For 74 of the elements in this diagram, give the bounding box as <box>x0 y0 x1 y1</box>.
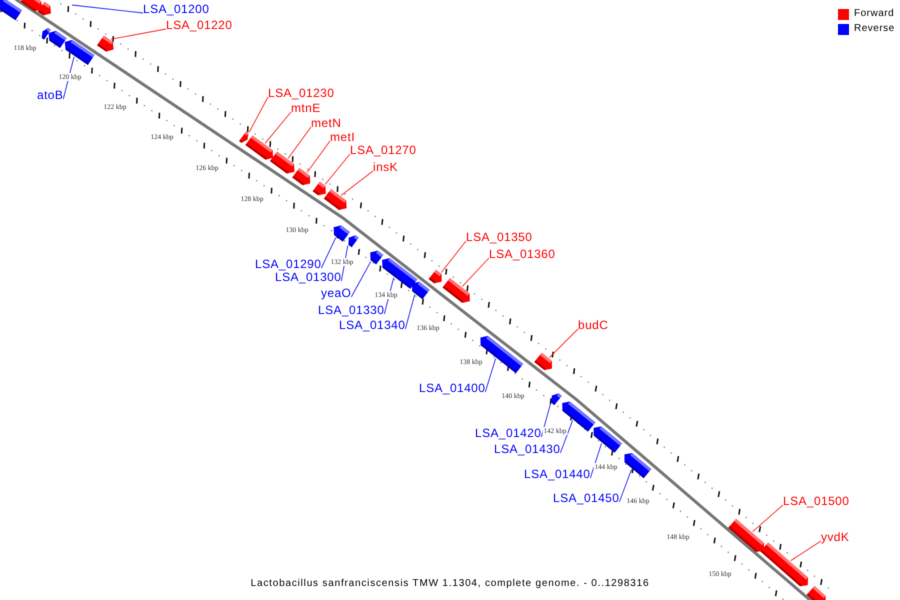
leader-line <box>484 358 496 392</box>
gene-label: LSA_01350 <box>466 230 532 244</box>
leader-line <box>548 328 578 358</box>
gene-bar <box>64 40 95 65</box>
gene-label: LSA_01360 <box>489 247 556 261</box>
gene-bar <box>348 235 359 248</box>
gene-label: LSA_01430 <box>494 442 560 456</box>
gene-bar <box>270 151 294 174</box>
leader-line <box>72 4 144 14</box>
leader-line <box>320 237 336 268</box>
leader-line <box>540 403 552 438</box>
gene-bar <box>428 270 442 284</box>
gene-bar <box>239 131 249 143</box>
gene-bar <box>412 282 430 300</box>
leader-line <box>350 261 372 298</box>
leader-line <box>306 140 330 173</box>
gene-bar <box>292 168 310 186</box>
gene-bar <box>760 542 808 586</box>
gene-label: LSA_01330 <box>318 303 384 317</box>
gene-label: LSA_01500 <box>783 494 850 508</box>
leader-line <box>324 154 350 185</box>
gene-label: LSA_01400 <box>419 381 486 395</box>
gene-bar <box>334 225 350 242</box>
leader-line <box>404 294 416 330</box>
gene-bar <box>312 182 326 196</box>
gene-label: LSA_01340 <box>339 318 406 332</box>
leader-line <box>462 258 490 287</box>
gene-label: LSA_01220 <box>166 18 232 32</box>
leader-line <box>618 468 632 502</box>
leader-line <box>264 112 292 144</box>
gene-bar <box>534 352 552 370</box>
gene-bar <box>245 135 274 160</box>
leader-line <box>560 420 574 454</box>
gene-bar <box>551 393 562 406</box>
leader-line <box>590 442 602 478</box>
gene-bar <box>370 250 384 264</box>
gene-label: LSA_01270 <box>350 143 416 157</box>
gene-bar <box>728 518 764 552</box>
gene-bar <box>442 278 470 303</box>
gene-bar <box>806 586 826 600</box>
gene-bar <box>42 28 51 40</box>
legend-label: Reverse <box>854 23 895 35</box>
gene-bar <box>97 36 114 52</box>
legend-label: Forward <box>854 8 894 20</box>
gene-bar <box>624 453 652 478</box>
gene-label: LSA_01450 <box>553 491 620 505</box>
gene-label: LSA_01200 <box>143 2 210 16</box>
gene-label: yvdK <box>821 530 850 544</box>
gene-label: LSA_01440 <box>524 467 590 481</box>
leader-line <box>752 504 784 532</box>
leader-line <box>340 170 374 196</box>
gene-bar <box>38 2 51 16</box>
leader-line <box>440 240 466 273</box>
gene-label: budC <box>578 318 608 332</box>
gene-label: LSA_01300 <box>275 270 342 284</box>
gene-label: mtnE <box>291 101 321 115</box>
gene-label: metN <box>311 116 342 130</box>
gene-label: atoB <box>37 88 64 102</box>
gene-label: metI <box>330 130 355 144</box>
leader-line <box>790 540 822 562</box>
gene-bar <box>594 426 622 453</box>
gene-label: insK <box>373 160 398 174</box>
gene-bar <box>20 0 42 12</box>
leader-line <box>110 28 166 40</box>
gene-label: LSA_01230 <box>268 86 334 100</box>
gene-label: LSA_01420 <box>475 426 542 440</box>
gene-bar <box>324 189 347 210</box>
leader-line <box>288 126 312 159</box>
gene-label: LSA_01290 <box>255 257 322 271</box>
gene-bar <box>0 0 22 20</box>
gene-bar <box>382 258 418 289</box>
gene-label: yeaO <box>321 286 352 300</box>
caption: Lactobacillus sanfranciscensis TMW 1.1304, complete genome. - 0..1298316 <box>250 578 650 590</box>
leader-line <box>248 96 268 133</box>
